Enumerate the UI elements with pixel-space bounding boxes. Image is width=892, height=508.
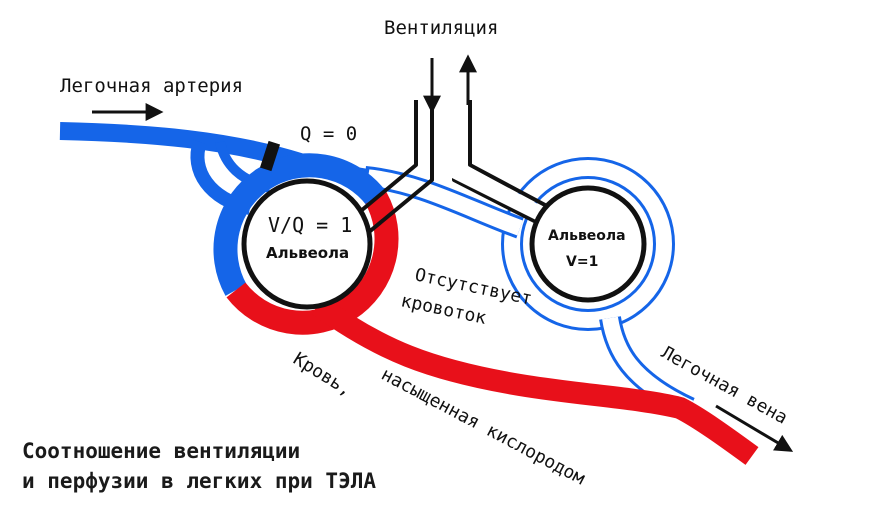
airway [336, 100, 561, 248]
left-alveolus-label: Альвеола [266, 244, 349, 262]
vq-ratio-label: V/Q = 1 [268, 213, 352, 237]
figure-caption: Соотношение вентиляции и перфузии в легк… [22, 436, 376, 496]
q-zero-label: Q = 0 [300, 123, 357, 145]
vein-flow-arrow [715, 404, 794, 452]
right-alveolus [529, 185, 647, 303]
left-alveolus [241, 178, 373, 310]
caption-line-1: Соотношение вентиляции [22, 439, 301, 463]
oxygenated-vessel [311, 296, 759, 465]
caption-line-2: и перфузии в легких при ТЭЛА [22, 469, 377, 493]
left-capillary-blue [213, 153, 386, 296]
right-alveolus-label: Альвеола [548, 228, 626, 244]
ventilation-label: Вентиляция [384, 17, 498, 39]
oxygenated-blood-label-1: Кровь, [289, 348, 355, 400]
pulmonary-artery-label: Легочная артерия [60, 75, 243, 97]
left-capillary-red [226, 192, 399, 335]
v-one-label: V=1 [566, 254, 598, 270]
embolus-clot [259, 140, 281, 172]
airway-fill [418, 100, 558, 226]
